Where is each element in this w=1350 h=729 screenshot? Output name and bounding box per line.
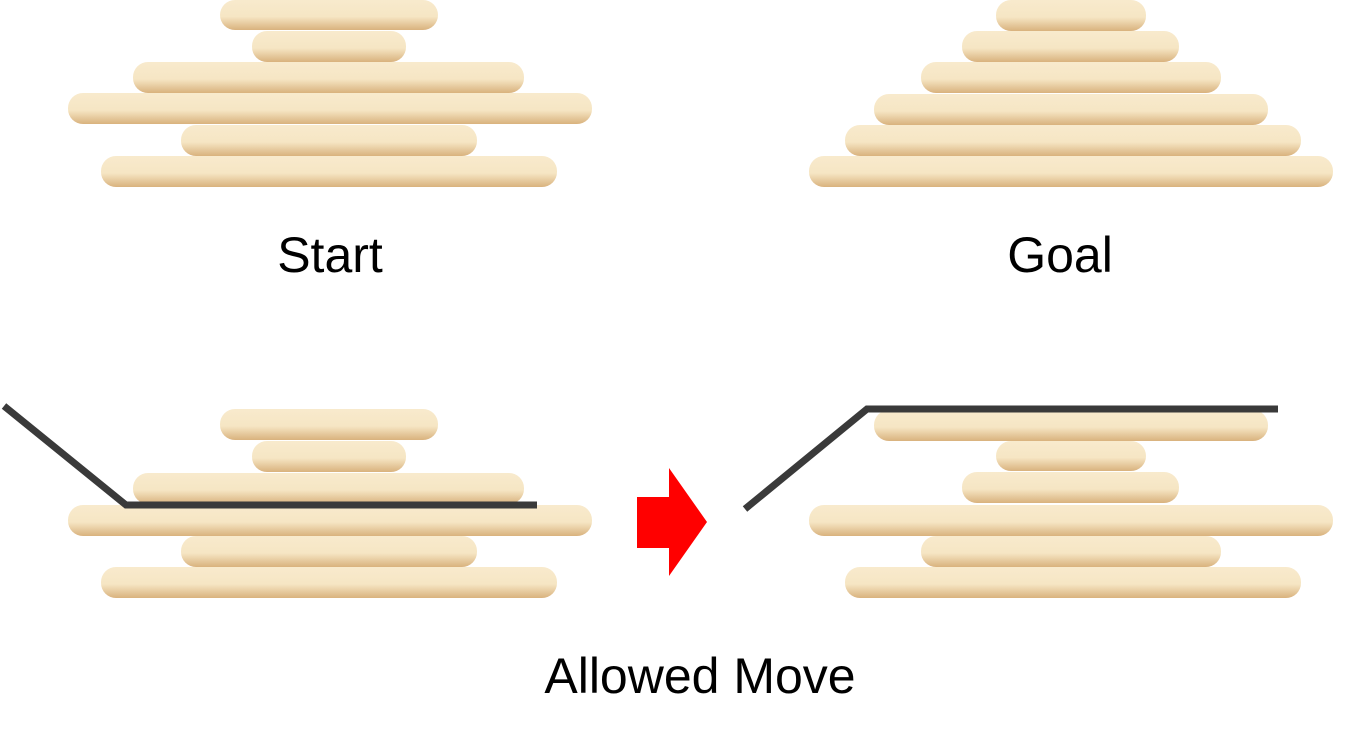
allowed-move-label: Allowed Move bbox=[544, 648, 856, 704]
pancake bbox=[874, 410, 1268, 441]
pancake bbox=[809, 505, 1333, 536]
pancake bbox=[68, 505, 592, 536]
pancake bbox=[101, 156, 557, 187]
pancake bbox=[996, 0, 1146, 31]
pancake bbox=[962, 31, 1179, 62]
start-stack bbox=[68, 0, 592, 187]
pancake bbox=[962, 472, 1179, 503]
pancake bbox=[101, 567, 557, 598]
pancake bbox=[68, 93, 592, 124]
pancake bbox=[996, 441, 1146, 471]
pancake bbox=[220, 0, 438, 30]
pancake bbox=[809, 156, 1333, 187]
goal-label: Goal bbox=[1007, 227, 1113, 283]
pancake bbox=[181, 536, 477, 567]
start-label: Start bbox=[277, 227, 383, 283]
pancake bbox=[133, 473, 524, 504]
pancake bbox=[133, 62, 524, 93]
spatula bbox=[742, 405, 1278, 512]
spatula bbox=[1, 403, 537, 509]
pancake bbox=[252, 31, 406, 62]
move-before-stack bbox=[1, 403, 592, 598]
goal-stack bbox=[809, 0, 1333, 187]
pancake bbox=[921, 62, 1221, 93]
pancake bbox=[220, 409, 438, 440]
pancake bbox=[845, 567, 1301, 598]
pancake bbox=[252, 441, 406, 472]
pancake bbox=[845, 125, 1301, 156]
pancake bbox=[181, 125, 477, 156]
right-arrow-icon bbox=[637, 468, 707, 576]
move-after-stack bbox=[742, 405, 1333, 598]
pancake bbox=[921, 536, 1221, 567]
pancake bbox=[874, 94, 1268, 125]
